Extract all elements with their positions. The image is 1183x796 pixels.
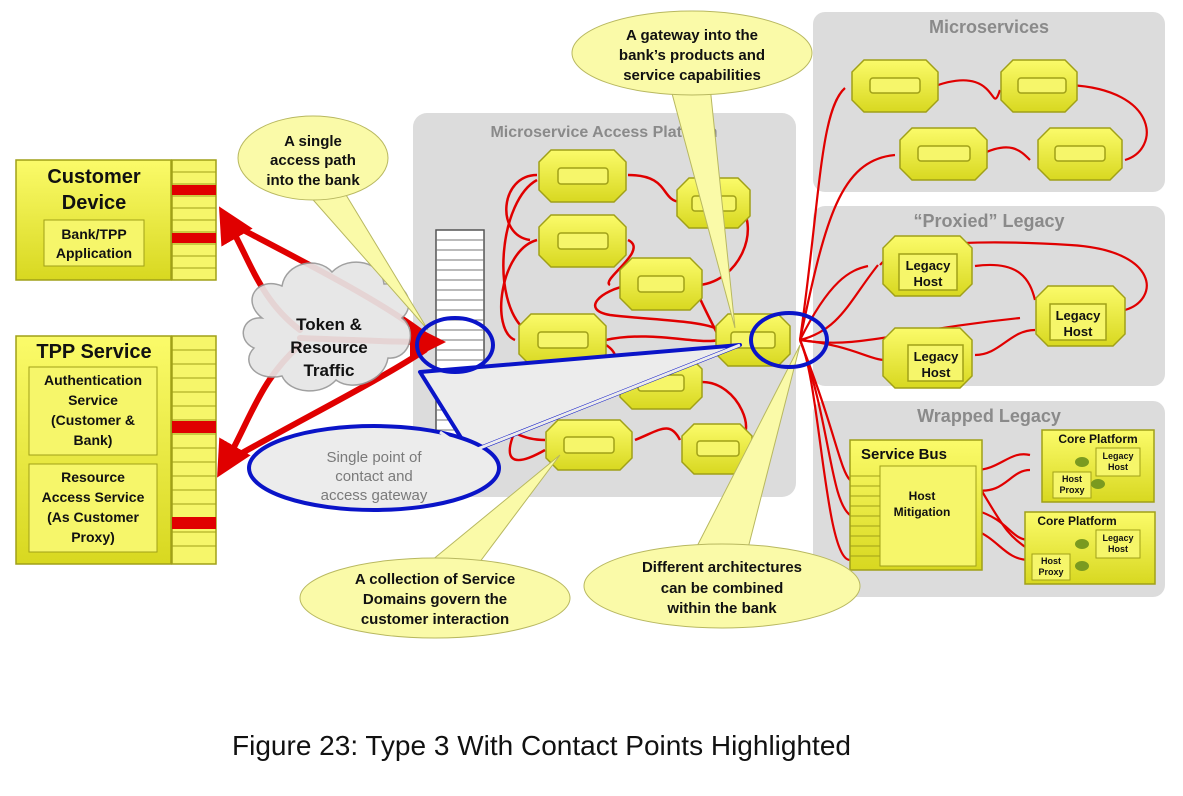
resource-service-label-3: (As Customer — [47, 509, 139, 525]
service-node — [538, 149, 627, 203]
legacy-host-label-3b: Host — [922, 365, 952, 380]
service-node — [538, 214, 627, 268]
access-platform-title: Microservice Access Platform — [490, 124, 717, 141]
core-platform-1 — [1041, 429, 1155, 503]
callout-gateway-l3: service capabilities — [623, 67, 761, 84]
legacy-host-label-1: Legacy — [906, 258, 952, 273]
service-node — [545, 419, 633, 471]
core2-legacy-host-b: Host — [1108, 544, 1128, 554]
callout-architectures — [583, 344, 861, 629]
wrapped-legacy-title: Wrapped Legacy — [917, 406, 1061, 426]
core-platform-2 — [1024, 511, 1156, 585]
host-mitigation-label: Host — [909, 489, 936, 503]
single-point-l3: access gateway — [321, 487, 428, 504]
callout-service-domains — [299, 454, 571, 639]
host-mitigation-label-b: Mitigation — [894, 505, 951, 519]
callout-arch-l3: within the bank — [666, 600, 777, 617]
cloud-label-1: Token & — [296, 315, 362, 334]
legacy-host-label-3: Legacy — [914, 349, 960, 364]
core1-host-proxy-b: Proxy — [1059, 485, 1084, 495]
customer-device — [15, 159, 217, 281]
legacy-host-box — [898, 253, 958, 291]
microservice-nodes — [851, 59, 1123, 181]
cloud-icon — [242, 261, 412, 392]
callout-access-path — [237, 115, 429, 331]
callout-gateway — [571, 10, 813, 329]
single-point-l2: contact and — [335, 468, 413, 485]
cloud-label-2: Resource — [290, 338, 367, 357]
cloud-label-3: Traffic — [303, 361, 354, 380]
callout-arch-l1: Different architectures — [642, 559, 802, 576]
proxied-legacy-title: “Proxied” Legacy — [913, 211, 1064, 231]
auth-service-label-3: (Customer & — [51, 412, 135, 428]
callout-access-path-l1: A single — [284, 133, 342, 150]
callout-domains-l2: Domains govern the — [363, 591, 507, 608]
service-node — [619, 257, 703, 311]
core1-legacy-host: Legacy — [1102, 451, 1133, 461]
figure-caption: Figure 23: Type 3 With Contact Points Hi… — [232, 730, 851, 761]
resource-service-label-2: Access Service — [42, 489, 145, 505]
bank-tpp-app-label-b: Application — [56, 245, 132, 261]
core1-legacy-host-b: Host — [1108, 462, 1128, 472]
auth-service-label-1: Authentication — [44, 372, 142, 388]
service-node — [518, 313, 607, 367]
legacy-host-label-1b: Host — [914, 274, 944, 289]
bank-tpp-app-label: Bank/TPP — [61, 226, 126, 242]
core2-host-proxy: Host — [1041, 556, 1061, 566]
proxied-legacy-hosts — [882, 235, 1126, 389]
callout-gateway-l2: bank’s products and — [619, 47, 765, 64]
callout-domains-l3: customer interaction — [361, 611, 509, 628]
core1-host-proxy: Host — [1062, 474, 1082, 484]
tpp-service — [15, 335, 217, 565]
callout-gateway-l1: A gateway into the — [626, 27, 758, 44]
single-point-l1: Single point of — [326, 449, 422, 466]
callout-access-path-l3: into the bank — [266, 172, 360, 189]
auth-service-label-4: Bank) — [74, 432, 113, 448]
contact-point-highlight — [247, 311, 829, 512]
resource-service-label-1: Resource — [61, 469, 125, 485]
microservices-title: Microservices — [929, 17, 1049, 37]
service-bus — [849, 439, 983, 571]
core-platform-1-title: Core Platform — [1058, 432, 1137, 446]
auth-service-label-2: Service — [68, 392, 118, 408]
service-bus-title: Service Bus — [861, 446, 947, 463]
callout-domains-l1: A collection of Service — [355, 571, 515, 588]
customer-device-title: Customer — [47, 166, 141, 188]
callout-arch-l2: can be combined — [661, 580, 784, 597]
gateway-fanout-links — [798, 79, 1148, 562]
core-platform-2-title: Core Platform — [1037, 514, 1116, 528]
core2-legacy-host: Legacy — [1102, 533, 1133, 543]
resource-service-label-4: Proxy) — [71, 529, 115, 545]
legacy-host-label-2b: Host — [1064, 324, 1094, 339]
callout-access-path-l2: access path — [270, 152, 356, 169]
legacy-host-box — [907, 344, 964, 382]
tpp-service-title: TPP Service — [36, 341, 151, 363]
legacy-host-label-2: Legacy — [1056, 308, 1102, 323]
service-node — [681, 423, 753, 475]
legacy-host-box — [1049, 303, 1107, 341]
customer-device-title-b: Device — [62, 192, 127, 214]
core2-host-proxy-b: Proxy — [1038, 567, 1063, 577]
